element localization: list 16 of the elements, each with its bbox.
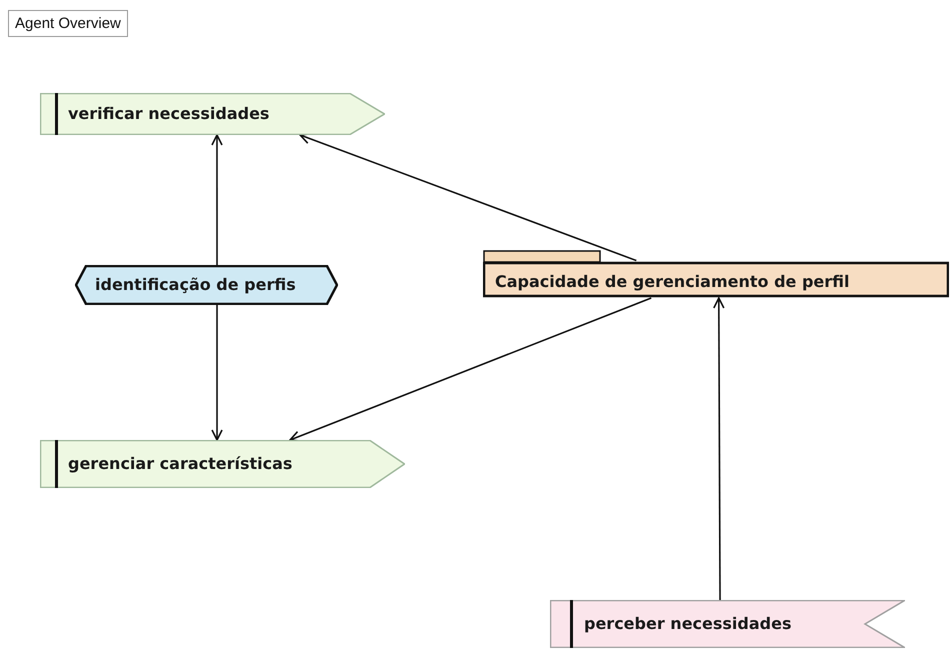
- node-label: Capacidade de gerenciamento de perfil: [495, 272, 850, 292]
- goal-shape: [40, 93, 385, 135]
- node-label: perceber necessidades: [584, 614, 792, 634]
- node-label: verificar necessidades: [68, 104, 270, 124]
- arrow: [211, 305, 223, 441]
- goal-shape: [40, 440, 405, 488]
- arrow: [713, 297, 725, 600]
- node-label: gerenciar características: [68, 454, 292, 474]
- title-box: Agent Overview: [8, 10, 128, 37]
- role-hexagon: [75, 265, 338, 305]
- arrow: [211, 134, 223, 265]
- arrow: [299, 133, 637, 262]
- node-label: identificação de perfis: [95, 275, 296, 295]
- percept-shape: [550, 600, 905, 648]
- arrow: [289, 297, 652, 442]
- capability-folder: [483, 250, 949, 298]
